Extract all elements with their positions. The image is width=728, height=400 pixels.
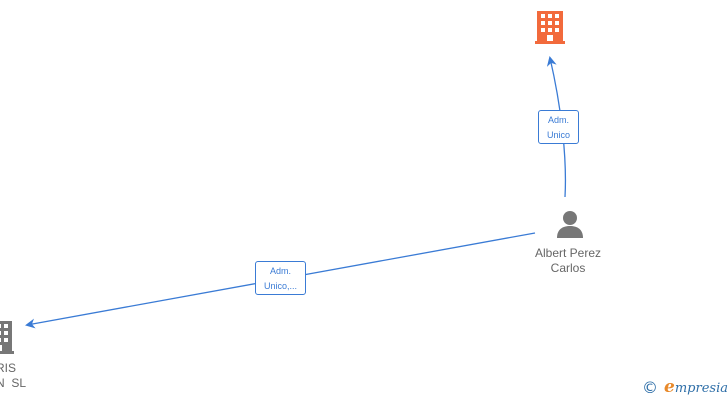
company-name-line2: N SL (0, 376, 27, 390)
edge-label-line1: Adm. (547, 115, 569, 125)
person-name-line1: Albert Perez (534, 246, 602, 260)
edge-label-line1: Adm. (269, 266, 291, 276)
company-name-label[interactable]: RIS N SL (0, 361, 36, 391)
person-name-label[interactable]: Albert Perez Carlos (518, 246, 618, 276)
company-name-line1: RIS (0, 361, 17, 375)
brand-logo: empresia (664, 377, 728, 397)
edge-label-line2: Unico (546, 130, 570, 140)
brand-initial: e (664, 377, 675, 397)
edge-label-role[interactable]: Adm. Unico (538, 110, 579, 144)
empresia-watermark: © empresia (642, 377, 728, 397)
edge-label-line2: Unico,... (263, 281, 297, 291)
building-icon[interactable] (535, 11, 565, 44)
edge-label-role[interactable]: Adm. Unico,... (255, 261, 306, 295)
person-icon[interactable] (557, 211, 583, 238)
building-icon[interactable] (0, 321, 14, 354)
brand-rest: mpresia (674, 381, 728, 396)
copyright-icon: © (642, 377, 659, 397)
person-name-line2: Carlos (550, 261, 586, 275)
